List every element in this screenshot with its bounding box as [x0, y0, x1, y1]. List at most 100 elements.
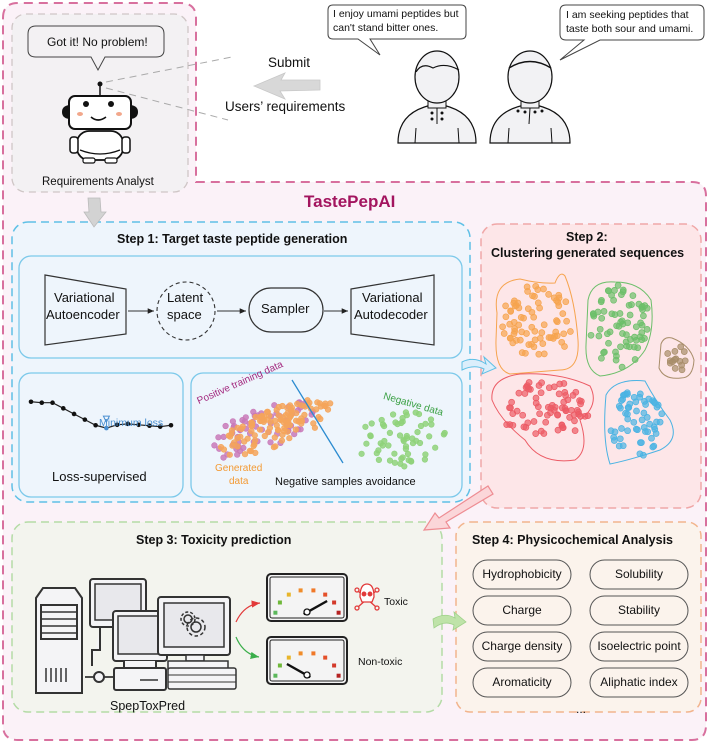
toxic-label: Toxic — [384, 596, 408, 608]
cluster-green-point — [598, 314, 606, 322]
cluster-green-point — [643, 326, 651, 333]
negative-point — [403, 412, 410, 419]
property-pill — [589, 631, 689, 662]
gauge-tick — [298, 588, 303, 593]
cluster-orange-point — [502, 313, 510, 321]
cluster-blue-point — [633, 407, 640, 415]
cluster-blue-point — [643, 414, 651, 421]
encoder-label-2: Autoencoder — [46, 307, 120, 322]
step1-title: Step 1: Target taste peptide generation — [117, 232, 348, 246]
cluster-red-point — [507, 404, 514, 412]
cluster-green-point — [630, 343, 638, 351]
generated-point — [293, 410, 300, 417]
cluster-orange-point — [518, 328, 526, 336]
generated-point — [292, 426, 299, 433]
generated-point — [247, 448, 255, 455]
generated-data-label-2: data — [229, 476, 249, 487]
property-pill — [472, 595, 572, 626]
generated-point — [313, 406, 320, 413]
gauge-tick — [273, 673, 278, 678]
cluster-red-point — [571, 427, 579, 434]
negative-point — [381, 437, 388, 445]
cluster-orange-point — [539, 340, 547, 347]
cluster-red-point — [554, 411, 561, 419]
cluster-green-point — [635, 300, 643, 308]
negative-point — [416, 439, 424, 447]
generated-point — [271, 434, 278, 441]
negative-point — [378, 416, 385, 424]
cluster-red-point — [545, 384, 553, 392]
cluster-orange-point — [507, 308, 515, 315]
negative-point — [392, 419, 399, 426]
cluster-brown-point — [677, 343, 685, 351]
cluster-blue-point — [630, 393, 638, 401]
negative-point — [401, 463, 408, 470]
generated-point — [322, 400, 329, 407]
cluster-brown-point — [671, 348, 679, 355]
gauge-pivot — [303, 608, 311, 616]
generated-point — [270, 444, 278, 451]
positive-point — [220, 454, 227, 461]
cluster-orange-point — [517, 314, 525, 321]
property-label: Aliphatic index — [600, 675, 678, 689]
more-indicator: ... — [576, 702, 587, 716]
cluster-green-point — [596, 325, 604, 333]
cluster-red-point — [570, 411, 578, 419]
cluster-red-point — [525, 379, 533, 386]
gauge-tick — [311, 651, 316, 656]
generated-point — [310, 420, 317, 427]
cluster-green-point — [623, 342, 631, 350]
skull-crossbones-icon — [354, 583, 380, 611]
scatter-plot — [211, 397, 448, 470]
generated-point — [286, 435, 293, 442]
step4-title: Step 4: Physicochemical Analysis — [472, 533, 674, 547]
cluster-orange-point — [535, 350, 543, 358]
cluster-green-point — [640, 312, 647, 320]
cluster-red-point — [560, 380, 568, 387]
positive-point — [211, 442, 218, 449]
generated-point — [281, 424, 288, 432]
cluster-green-point — [631, 333, 638, 341]
cluster-red-point — [555, 390, 563, 398]
step2-box — [480, 223, 702, 509]
sampler-label: Sampler — [261, 301, 310, 316]
cluster-blue-point — [651, 399, 659, 407]
users-requirements-label: Users’ requirements — [225, 99, 346, 114]
cluster-red-point — [515, 389, 523, 397]
scatter-panel-label: Negative samples avoidance — [275, 476, 416, 488]
property-pill — [589, 595, 689, 626]
step2-title-2: Clustering generated sequences — [491, 246, 685, 260]
negative-point — [414, 429, 421, 436]
positive-point — [267, 439, 274, 446]
gauge-tick — [336, 610, 341, 615]
cluster-orange-point — [515, 304, 523, 312]
negative-point — [375, 456, 383, 464]
generated-point — [275, 412, 282, 419]
cluster-brown-point — [678, 361, 685, 369]
positive-point — [220, 433, 227, 441]
cluster-orange-point — [540, 350, 548, 358]
cluster-orange-point — [561, 343, 568, 350]
cluster-green-point — [618, 291, 625, 298]
user1-speech-line2: can't stand bitter ones. — [333, 22, 439, 34]
cluster-green-point — [626, 311, 634, 319]
cluster-orange-point — [528, 323, 536, 331]
cluster-green-point — [628, 301, 635, 308]
cluster-green-point — [623, 331, 630, 339]
latent-label-1: Latent — [167, 290, 204, 305]
cluster-blue-point — [651, 425, 659, 433]
cluster-orange-point — [499, 323, 506, 331]
cluster-green-point — [587, 331, 595, 339]
cluster-blue-point — [644, 428, 652, 436]
gauge-tick — [311, 588, 316, 593]
gauge-tick — [332, 600, 337, 605]
cluster-red-point — [548, 401, 556, 409]
cluster-red-outline — [491, 373, 594, 462]
cluster-green-point — [598, 354, 605, 362]
minimum-loss-label: Minimum loss — [99, 417, 164, 429]
step2-to-step3-arrow — [422, 485, 494, 531]
cluster-blue-point — [618, 425, 625, 432]
negative-point — [422, 420, 429, 427]
cluster-blue-point — [623, 389, 631, 397]
user1-speech-bubble — [327, 4, 467, 56]
